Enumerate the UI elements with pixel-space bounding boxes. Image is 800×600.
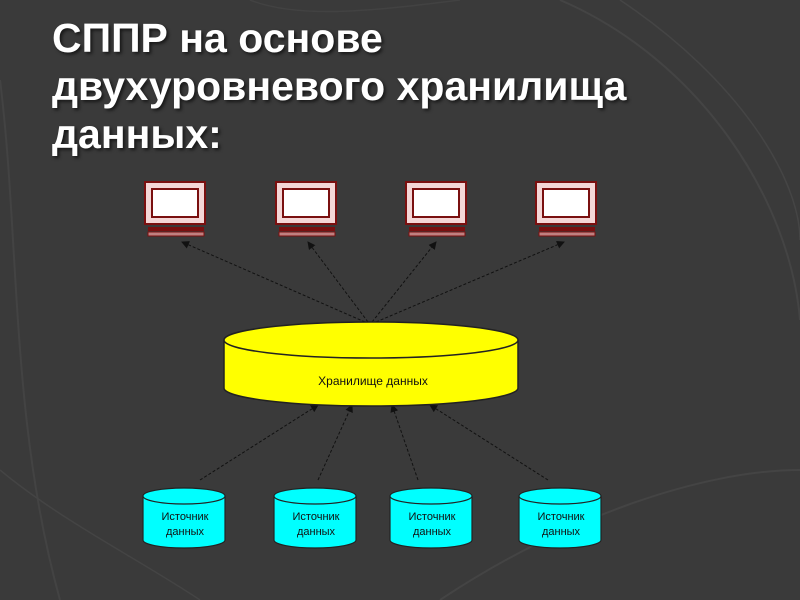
arrow-from-source-3 xyxy=(390,404,419,481)
source-label-line1: Источник xyxy=(409,511,456,523)
source-label-line1: Источник xyxy=(538,511,585,523)
source-label-line2: данных xyxy=(413,526,452,538)
source-cylinder-top xyxy=(389,487,473,505)
arrow-to-workstation-1 xyxy=(181,241,366,323)
data-warehouse: Хранилище данных xyxy=(223,321,519,407)
title-line-3: данных: xyxy=(52,111,222,157)
monitor-icon xyxy=(144,181,206,237)
workstation-4 xyxy=(535,181,597,237)
arrows-to-workstations xyxy=(181,241,565,323)
source-cylinder-body xyxy=(142,496,226,549)
monitor-icon xyxy=(275,181,337,237)
data-source-3: Источник данных xyxy=(389,487,473,549)
source-label-line1: Источник xyxy=(293,511,340,523)
arrow-from-source-4 xyxy=(429,404,549,481)
warehouse-cylinder-top xyxy=(223,321,519,359)
arrows-to-warehouse xyxy=(199,404,549,481)
source-cylinder-top xyxy=(518,487,602,505)
source-label-line2: данных xyxy=(542,526,581,538)
source-cylinder-body xyxy=(273,496,357,549)
data-source-2: Источник данных xyxy=(273,487,357,549)
warehouse-cylinder-body xyxy=(223,340,519,407)
arrow-from-source-2 xyxy=(317,404,353,481)
arrow-to-workstation-3 xyxy=(371,241,437,323)
monitor-icon xyxy=(405,181,467,237)
source-cylinder-top xyxy=(273,487,357,505)
source-label-line2: данных xyxy=(166,526,205,538)
slide-title: СППР на основе двухуровневого хранилища … xyxy=(52,14,772,158)
warehouse-label: Хранилище данных xyxy=(318,374,428,388)
arrow-to-workstation-4 xyxy=(375,241,565,323)
source-cylinder-body xyxy=(389,496,473,549)
workstation-3 xyxy=(405,181,467,237)
data-source-4: Источник данных xyxy=(518,487,602,549)
source-cylinder-top xyxy=(142,487,226,505)
source-cylinder-body xyxy=(518,496,602,549)
title-line-1: СППР на основе xyxy=(52,15,383,61)
monitor-icon xyxy=(535,181,597,237)
source-label-line2: данных xyxy=(297,526,336,538)
workstation-2 xyxy=(275,181,337,237)
source-label-line1: Источник xyxy=(162,511,209,523)
data-source-1: Источник данных xyxy=(142,487,226,549)
arrow-to-workstation-2 xyxy=(307,241,369,323)
title-line-2: двухуровневого хранилища xyxy=(52,63,627,109)
arrow-from-source-1 xyxy=(199,404,319,481)
workstation-1 xyxy=(144,181,206,237)
